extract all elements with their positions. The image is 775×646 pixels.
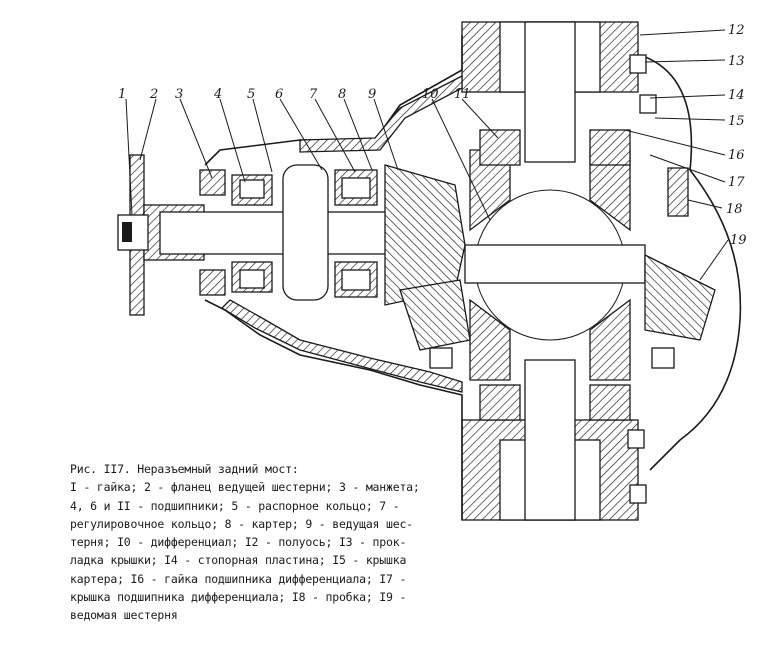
callout-15: 15 [728, 114, 745, 129]
callout-14: 14 [728, 88, 745, 103]
axle-housing-upper [461, 21, 639, 163]
caption-line: терня; I0 - дифференциал; I2 - полуось; … [70, 535, 407, 550]
caption-line: 4, 6 и II - подшипники; 5 - распорное ко… [70, 498, 400, 513]
pinion-shaft [159, 211, 391, 255]
callout-18: 18 [726, 202, 743, 217]
callout-6: 6 [275, 87, 283, 102]
callout-5: 5 [247, 87, 255, 102]
rear-cover [639, 54, 742, 471]
caption-line: ведомая шестерня [70, 608, 178, 623]
axle-housing-lower [461, 359, 639, 521]
caption-title: Рис. II7. Неразъемный задний мост: [70, 462, 299, 476]
ring-gear [644, 253, 716, 341]
callout-12: 12 [728, 23, 745, 38]
caption-line: I - гайка; 2 - фланец ведущей шестерни; … [70, 480, 420, 495]
callout-2: 2 [149, 87, 158, 102]
callout-7: 7 [309, 87, 318, 102]
oil-seal [199, 169, 226, 196]
callout-19: 19 [730, 233, 747, 248]
drain-plug [667, 167, 689, 217]
pinion-bearing-rear [334, 169, 378, 298]
drive-pinion [384, 164, 466, 306]
caption-line: регулировочное кольцо; 8 - картер; 9 - в… [70, 516, 413, 531]
callout-16: 16 [728, 148, 745, 163]
pinion-bearing-front [231, 174, 273, 293]
leader-lines [125, 29, 729, 281]
carrier-casing-hatched [220, 299, 463, 393]
figure-caption: Рис. II7. Неразъемный задний мост: I - г… [70, 460, 480, 625]
differential-bearings [479, 129, 631, 421]
spacer-ring [282, 164, 329, 301]
bolts [429, 54, 675, 504]
callout-4: 4 [213, 87, 222, 102]
caption-line: крышка подшипника дифференциала; I8 - пр… [70, 590, 407, 605]
differential-case [469, 149, 631, 381]
callout-8: 8 [338, 87, 346, 102]
callout-9: 9 [368, 87, 376, 102]
caption-line: ладка крышки; I4 - стопорная пластина; I… [70, 553, 407, 568]
callout-3: 3 [175, 87, 183, 102]
callout-11: 11 [454, 87, 471, 102]
callout-1: 1 [118, 87, 126, 102]
callout-10: 10 [422, 87, 439, 102]
callout-labels: 1 2 3 4 5 6 7 8 9 10 11 12 13 14 15 16 1… [118, 23, 747, 248]
callout-13: 13 [728, 54, 745, 69]
caption-line: картера; I6 - гайка подшипника дифференц… [70, 571, 407, 586]
callout-17: 17 [728, 175, 745, 190]
